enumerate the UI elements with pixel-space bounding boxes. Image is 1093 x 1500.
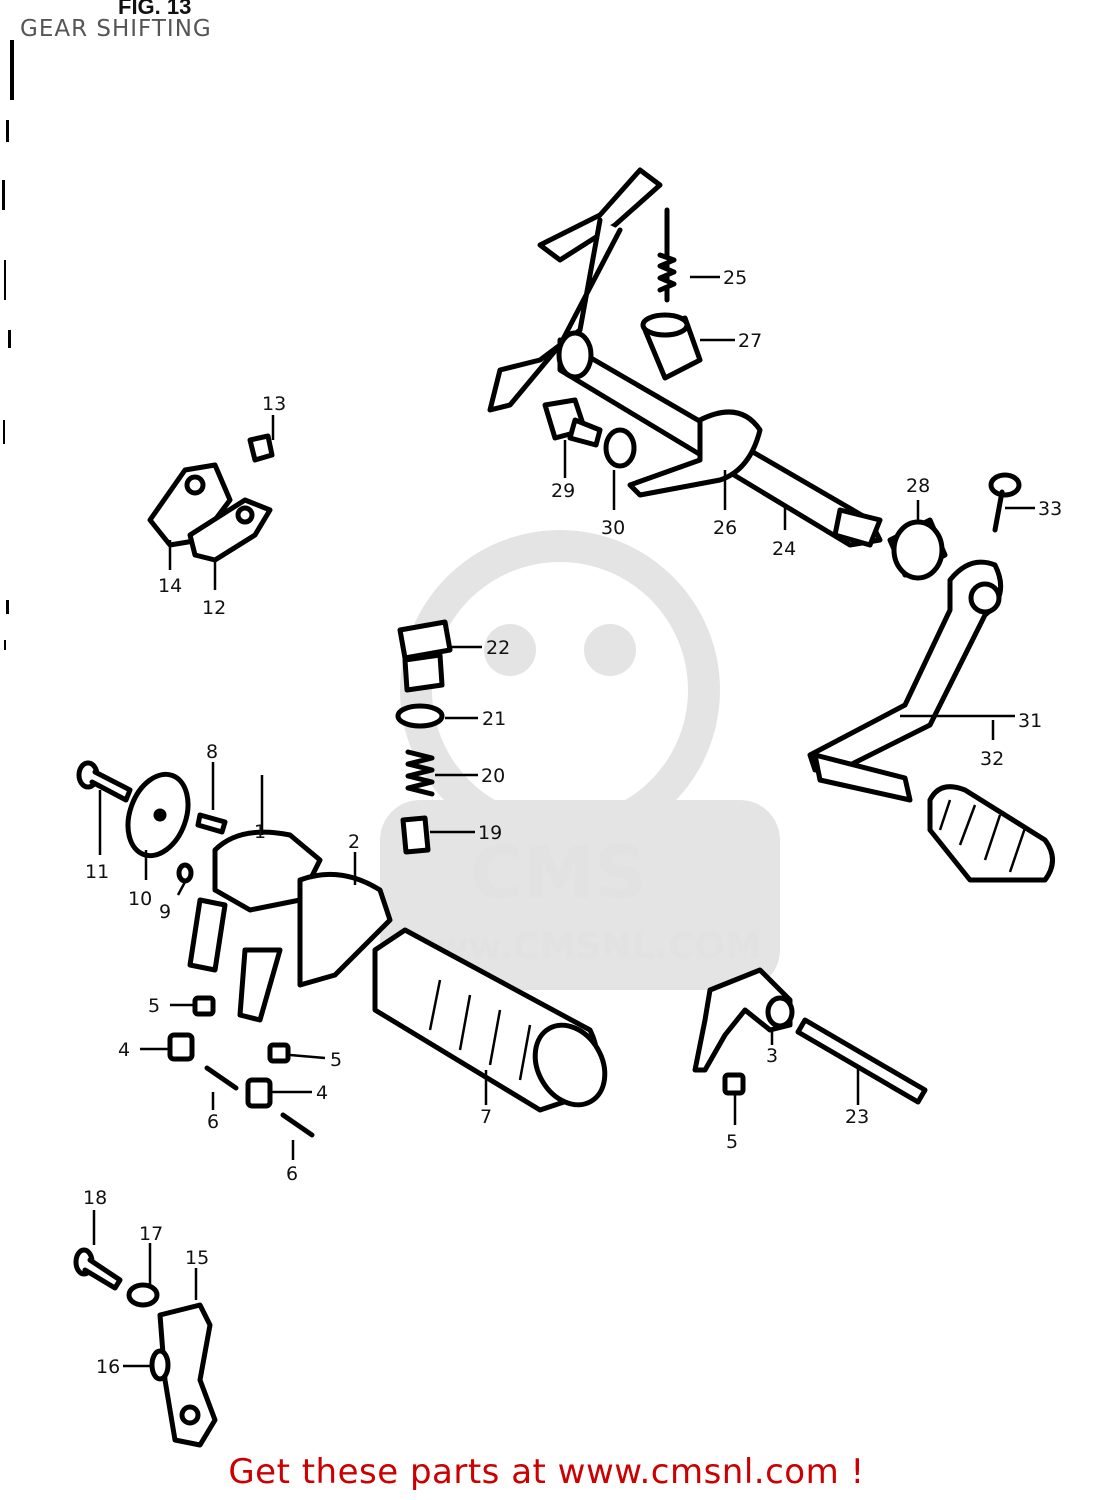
callout-17: 17 [139, 1223, 163, 1245]
gasket-21 [395, 703, 445, 729]
callout-28: 28 [906, 475, 930, 497]
callout-3: 3 [766, 1045, 778, 1067]
callout-4b: 4 [316, 1082, 328, 1104]
cam-plate-group [147, 433, 275, 563]
callout-10: 10 [128, 888, 152, 910]
fork-shaft-23 [795, 1017, 928, 1105]
leader-lines [92, 275, 1035, 1368]
pin-19 [400, 815, 431, 855]
bolt-29 [542, 397, 603, 448]
callout-15: 15 [185, 1247, 209, 1269]
callout-19: 19 [478, 822, 502, 844]
callout-24: 24 [772, 538, 796, 560]
callout-33: 33 [1038, 498, 1062, 520]
pin-9 [176, 862, 194, 884]
watermark-mascot-eye [584, 624, 636, 676]
watermark-mascot-eye [484, 624, 536, 676]
watermark-mascot-face [432, 562, 688, 818]
callout-5c: 5 [330, 1049, 342, 1071]
callout-1: 1 [254, 821, 266, 843]
callout-14: 14 [158, 575, 182, 597]
spring-20 [405, 749, 435, 797]
callout-20: 20 [481, 765, 505, 787]
callout-4: 4 [118, 1039, 130, 1061]
callout-2: 2 [348, 831, 360, 853]
callout-6: 6 [207, 1111, 219, 1133]
pedal-rubber-32 [927, 784, 1055, 883]
callout-27: 27 [738, 330, 762, 352]
callout-25: 25 [723, 267, 747, 289]
washer-30 [603, 427, 637, 469]
shift-shaft-assembly [487, 167, 883, 548]
scan-noise [2, 40, 14, 650]
callout-11: 11 [85, 861, 109, 883]
gearshift-fork-1 [187, 829, 323, 973]
gearshift-cam-7 [372, 927, 608, 1113]
stopper-group [73, 1247, 218, 1448]
callout-31: 31 [1018, 710, 1042, 732]
gearshift-lever-31 [807, 559, 1004, 803]
figure-label: FIG. 13 [118, 0, 192, 19]
callout-5b: 5 [726, 1131, 738, 1153]
pin-8 [195, 812, 228, 835]
bolt-11 [76, 760, 133, 803]
callout-13: 13 [262, 393, 286, 415]
bushing-28 [887, 517, 948, 581]
footer-promo-link[interactable]: Get these parts at www.cmsnl.com ! [228, 1452, 865, 1492]
callout-8: 8 [206, 741, 218, 763]
bushing-27 [640, 312, 703, 381]
watermark-banner [380, 800, 780, 990]
callout-9: 9 [159, 901, 171, 923]
spring-25 [657, 207, 677, 303]
roller-5 [722, 1072, 746, 1096]
watermark-brand: CMS [470, 831, 646, 915]
gearshift-fork-3 [692, 967, 795, 1073]
gearshift-fork-2 [237, 871, 393, 1023]
callout-5: 5 [148, 995, 160, 1017]
callout-21: 21 [482, 708, 506, 730]
callout-labels: 1 2 3 4 5 6 7 8 9 10 11 12 13 14 15 16 1… [83, 267, 1062, 1378]
bolt-33 [988, 472, 1022, 533]
page-title: GEAR SHIFTING [20, 16, 212, 42]
callout-7: 7 [480, 1106, 492, 1128]
callout-23: 23 [845, 1106, 869, 1128]
callout-22: 22 [486, 637, 510, 659]
small-parts-left [167, 995, 315, 1138]
stopper-plug-22 [397, 619, 453, 693]
callout-26: 26 [713, 517, 737, 539]
callout-12: 12 [202, 597, 226, 619]
watermark: CMS www.CMSNL.COM [380, 530, 780, 990]
callout-16: 16 [96, 1356, 120, 1378]
callout-6b: 6 [286, 1163, 298, 1185]
callout-32: 32 [980, 748, 1004, 770]
callout-29: 29 [551, 480, 575, 502]
callout-30: 30 [601, 517, 625, 539]
callout-18: 18 [83, 1187, 107, 1209]
cam-plate-10 [125, 771, 191, 859]
